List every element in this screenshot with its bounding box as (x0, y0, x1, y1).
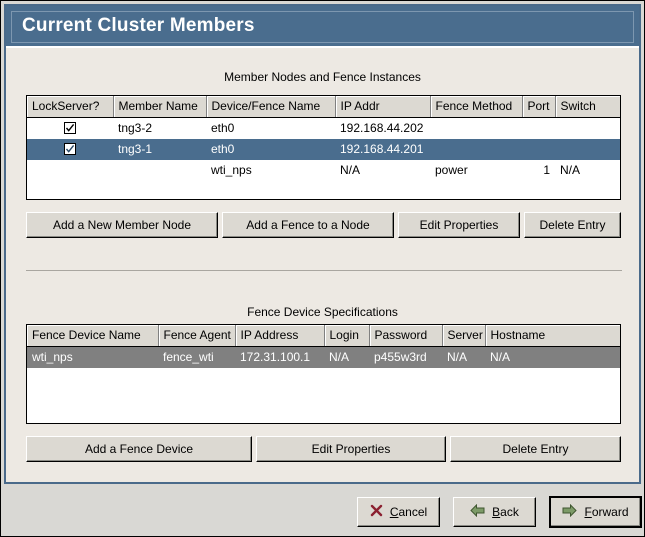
cancel-label: Cancel (390, 505, 427, 519)
forward-button[interactable]: Forward (549, 496, 642, 528)
title-bar-inner-border (11, 11, 634, 43)
add-fence-to-node-label: Add a Fence to a Node (246, 218, 370, 232)
add-fence-device-button[interactable]: Add a Fence Device (26, 436, 252, 462)
column-header-ip-addr[interactable]: IP Addr (335, 96, 431, 118)
devices-section-caption: Fence Device Specifications (247, 305, 398, 319)
member-nodes-table[interactable]: LockServer? Member Name Device/Fence Nam… (26, 95, 621, 200)
cell-hostname: N/A (485, 346, 620, 368)
cell-port (522, 117, 555, 139)
delete-entry-button-members[interactable]: Delete Entry (524, 212, 621, 238)
cell-fence-agent: fence_wti (158, 346, 235, 368)
back-button[interactable]: Back (453, 497, 536, 527)
cell-fence-method: power (430, 159, 522, 181)
back-label-rest: ack (500, 505, 519, 519)
cell-port (522, 138, 555, 160)
cell-fence-method (430, 138, 522, 160)
cell-password: p455w3rd (369, 346, 442, 368)
forward-label-rest: orward (591, 505, 629, 519)
column-header-device-fence-name[interactable]: Device/Fence Name (206, 96, 336, 118)
cell-ip-addr: N/A (335, 159, 430, 181)
members-section-caption: Member Nodes and Fence Instances (224, 70, 421, 84)
column-header-server[interactable]: Server (442, 325, 486, 347)
lockserver-checkbox[interactable] (64, 143, 76, 155)
lockserver-checkbox[interactable] (64, 122, 76, 135)
edit-properties-button-devices[interactable]: Edit Properties (256, 436, 446, 462)
cell-fence-device-name: wti_nps (27, 346, 158, 368)
cell-ip-addr: 192.168.44.202 (335, 117, 430, 139)
table-row[interactable]: wti_nps N/A power 1 N/A (27, 159, 620, 181)
section-divider (26, 270, 622, 271)
cell-login: N/A (324, 346, 369, 368)
column-header-fence-agent[interactable]: Fence Agent (158, 325, 236, 347)
cell-member-name: tng3-2 (113, 117, 206, 139)
column-header-fence-method[interactable]: Fence Method (430, 96, 523, 118)
delete-entry-label-members: Delete Entry (539, 218, 606, 232)
cell-ip-addr: 192.168.44.201 (335, 138, 430, 160)
cell-ip-address: 172.31.100.1 (235, 346, 324, 368)
back-accel-char: B (492, 505, 501, 519)
cell-lockserver[interactable] (27, 138, 113, 160)
cell-lockserver (27, 159, 113, 181)
column-header-switch[interactable]: Switch (555, 96, 620, 118)
cancel-button[interactable]: Cancel (357, 497, 440, 527)
forward-label: Forward (584, 505, 628, 519)
cell-member-name: tng3-1 (113, 138, 206, 160)
arrow-left-icon (470, 503, 485, 520)
cancel-accel-char: C (389, 505, 399, 519)
cell-switch (555, 138, 620, 160)
fence-devices-grid: Fence Device Name Fence Agent IP Address… (27, 325, 620, 368)
cell-device-fence-name: eth0 (206, 117, 335, 139)
cell-device-fence-name: wti_nps (206, 159, 335, 181)
add-fence-to-node-button[interactable]: Add a Fence to a Node (222, 212, 394, 238)
cell-lockserver[interactable] (27, 117, 113, 139)
column-header-lockserver[interactable]: LockServer? (27, 96, 114, 118)
table-row[interactable]: tng3-2 eth0 192.168.44.202 (27, 117, 620, 139)
cell-server: N/A (442, 346, 485, 368)
delete-entry-button-devices[interactable]: Delete Entry (450, 436, 621, 462)
page-title: Current Cluster Members (22, 15, 255, 36)
column-header-login[interactable]: Login (324, 325, 370, 347)
fence-devices-header-row: Fence Device Name Fence Agent IP Address… (27, 325, 620, 347)
cell-switch (555, 117, 620, 139)
column-header-fence-device-name[interactable]: Fence Device Name (27, 325, 159, 347)
delete-entry-label-devices: Delete Entry (502, 442, 569, 456)
column-header-port[interactable]: Port (522, 96, 556, 118)
cell-fence-method (430, 117, 522, 139)
cancel-x-icon (370, 504, 383, 520)
column-header-member-name[interactable]: Member Name (113, 96, 207, 118)
add-new-member-node-button[interactable]: Add a New Member Node (26, 212, 218, 238)
member-nodes-header-row: LockServer? Member Name Device/Fence Nam… (27, 96, 620, 118)
column-header-password[interactable]: Password (369, 325, 443, 347)
column-header-hostname[interactable]: Hostname (485, 325, 620, 347)
column-header-ip-address[interactable]: IP Address (235, 325, 325, 347)
title-bar: Current Cluster Members (6, 6, 639, 48)
cell-device-fence-name: eth0 (206, 138, 335, 160)
member-nodes-grid: LockServer? Member Name Device/Fence Nam… (27, 96, 620, 181)
footer-bar (1, 485, 644, 536)
cell-switch: N/A (555, 159, 620, 181)
cell-port: 1 (522, 159, 555, 181)
cancel-label-rest: ancel (398, 505, 428, 519)
edit-properties-label-members: Edit Properties (419, 218, 499, 232)
table-row[interactable]: wti_nps fence_wti 172.31.100.1 N/A p455w… (27, 346, 620, 368)
edit-properties-label-devices: Edit Properties (311, 442, 391, 456)
content-panel: Current Cluster Members Member Nodes and… (4, 4, 641, 484)
add-fence-device-label: Add a Fence Device (84, 442, 194, 456)
fence-devices-table[interactable]: Fence Device Name Fence Agent IP Address… (26, 324, 621, 424)
forward-accel-char: F (584, 505, 592, 519)
arrow-right-icon (562, 503, 578, 520)
back-label: Back (492, 505, 519, 519)
edit-properties-button-members[interactable]: Edit Properties (398, 212, 520, 238)
add-new-member-node-label: Add a New Member Node (52, 218, 192, 232)
table-row[interactable]: tng3-1 eth0 192.168.44.201 (27, 138, 620, 160)
cell-member-name (113, 159, 206, 181)
